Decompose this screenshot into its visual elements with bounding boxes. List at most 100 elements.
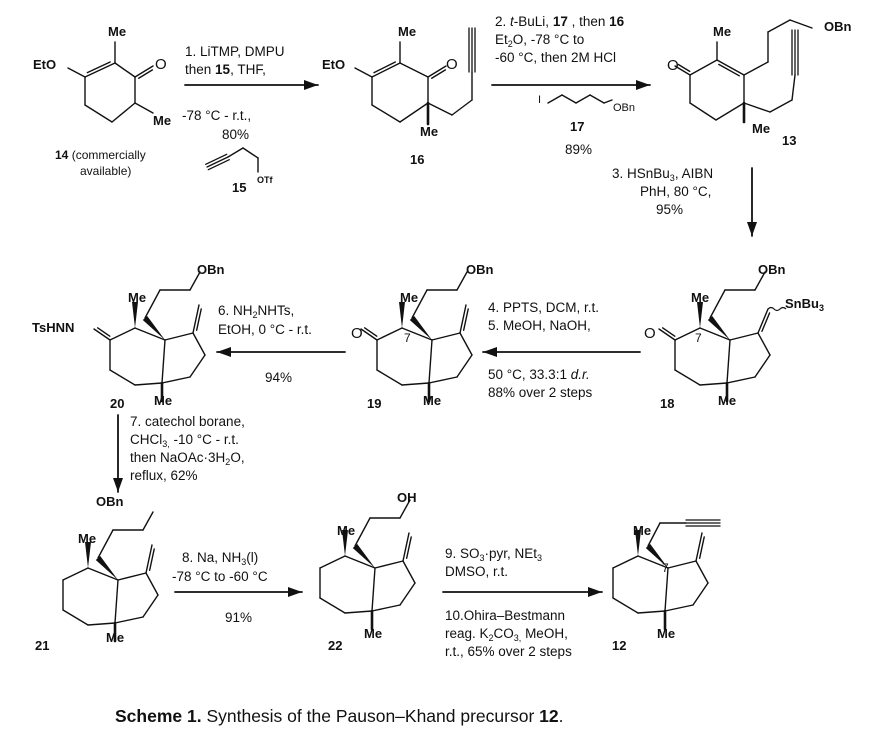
c13-ring <box>718 63 741 77</box>
c21-six-ring <box>62 609 89 626</box>
c17-id: 17 <box>570 119 585 134</box>
step1-line2: then 15, THF, <box>185 62 266 77</box>
c12-six-ring <box>664 567 669 612</box>
step5-line: 5. MeOH, NaOH, <box>488 318 591 333</box>
c22-five-ring <box>402 560 416 584</box>
c20-six-ring <box>134 327 166 341</box>
c22-exo-methylene <box>405 536 412 559</box>
c18-wavy-bond <box>767 306 787 312</box>
c22-six-ring <box>344 610 373 614</box>
c22-exo-methylene <box>402 532 410 562</box>
c20-chain <box>144 289 161 319</box>
step1-line3: -78 °C - r.t., <box>182 108 252 123</box>
c18-five-ring <box>757 332 771 356</box>
step7-line3: then NaOAc·3H2O, <box>130 450 245 467</box>
c12-five-ring <box>695 560 709 584</box>
c21-five-ring <box>142 594 159 618</box>
c22-me-bottom-label: Me <box>364 626 383 641</box>
step6-line2: EtOH, 0 °C - r.t. <box>218 322 312 337</box>
c19-carbonyl <box>363 327 378 337</box>
step6-yield: 94% <box>265 370 293 385</box>
c12-five-ring <box>664 604 694 612</box>
reaction-arrow-step8 <box>288 587 302 597</box>
c22-five-ring <box>371 604 401 612</box>
c19-obn-label: OBn <box>466 262 494 277</box>
reaction-arrow-step7 <box>113 478 123 492</box>
c20-exo-methylene <box>195 308 202 331</box>
c17-chain <box>589 94 605 104</box>
c12-exo-methylene <box>695 532 703 562</box>
c14-ring <box>86 61 111 74</box>
step10-line2: reag. K2CO3, MeOH, <box>445 626 568 643</box>
c21-six-ring <box>87 622 116 626</box>
c12-c7-label: 7 <box>662 561 669 575</box>
c22-six-ring <box>319 555 346 569</box>
c15-chain <box>227 147 244 158</box>
c19-five-ring <box>428 376 458 384</box>
c21-me-bottom-label: Me <box>106 630 125 645</box>
c18-me-label: Me <box>691 290 710 305</box>
c21-id: 21 <box>35 638 50 653</box>
c14-ring <box>84 104 113 123</box>
c13-alkyne-chain <box>743 102 771 113</box>
c19-carbonyl <box>360 328 378 341</box>
c16-ring <box>371 104 401 123</box>
c22-six-ring <box>319 597 346 614</box>
c16-carbonyl <box>427 65 447 78</box>
c14-o-label: O <box>155 56 167 73</box>
c19-exo-methylene <box>462 308 469 331</box>
c21-five-ring <box>117 572 147 581</box>
bond <box>399 62 429 78</box>
c22-oh-label: OH <box>397 490 417 505</box>
c22-chain <box>399 499 411 519</box>
c20-six-ring <box>161 339 166 384</box>
c22-five-ring <box>374 560 404 569</box>
c19-six-ring <box>428 339 433 384</box>
c19-chain <box>456 271 468 291</box>
c16-chain <box>427 102 453 116</box>
c21-five-ring <box>145 572 159 596</box>
c17-chain <box>561 94 577 104</box>
step10-line1: 10.Ohira–Bestmann <box>445 608 566 623</box>
c21-six-ring <box>62 567 89 581</box>
c19-methyl-wedge <box>399 302 405 328</box>
c22-chain-wedge <box>352 543 375 568</box>
c17-chain <box>603 99 613 104</box>
step3-yield: 95% <box>656 202 684 217</box>
c16-eto-label: EtO <box>322 57 346 72</box>
c12-chain-wedge <box>645 543 668 568</box>
c19-six-ring <box>401 382 430 386</box>
c13-id: 13 <box>782 133 797 148</box>
c12-six-ring <box>612 597 639 614</box>
c13-obn-chain <box>743 61 769 76</box>
c20-carbonyl <box>93 328 111 341</box>
c18-carbonyl <box>661 327 676 337</box>
c20-obn-label: OBn <box>197 262 225 277</box>
c18-o-label: O <box>644 325 656 342</box>
c15-alkyne <box>206 156 229 168</box>
c21-chain <box>97 529 114 559</box>
c14-ring <box>84 62 116 78</box>
c13-o-label: O <box>667 57 679 74</box>
c13-alkyne-chain <box>769 99 793 113</box>
c14-carbonyl <box>138 69 154 79</box>
step2-line1: 2. t-BuLi, 17 , then 16 <box>495 14 625 29</box>
reaction-arrow-step9-10 <box>588 587 602 597</box>
c16-o-label: O <box>446 56 458 73</box>
c12-me-label: Me <box>633 523 652 538</box>
c21-exo-methylene <box>145 544 153 574</box>
c13-ring <box>715 102 745 121</box>
bond <box>354 67 373 78</box>
c14-carbonyl <box>134 65 154 78</box>
c18-snbu3-label: SnBu3 <box>785 296 824 313</box>
c13-obn-label: OBn <box>824 19 852 34</box>
c12-exo-methylene <box>698 536 705 559</box>
c21-five-ring <box>114 616 144 624</box>
c12-chain <box>647 522 661 547</box>
c15-alkyne <box>207 159 230 171</box>
step2-line2: Et2O, -78 °C to <box>495 32 585 49</box>
c21-obn-label: OBn <box>96 494 124 509</box>
step6-line1: 6. NH2NHTs, <box>218 303 295 320</box>
c14-caption-2: available) <box>80 164 132 178</box>
c14-me-label: Me <box>108 24 127 39</box>
